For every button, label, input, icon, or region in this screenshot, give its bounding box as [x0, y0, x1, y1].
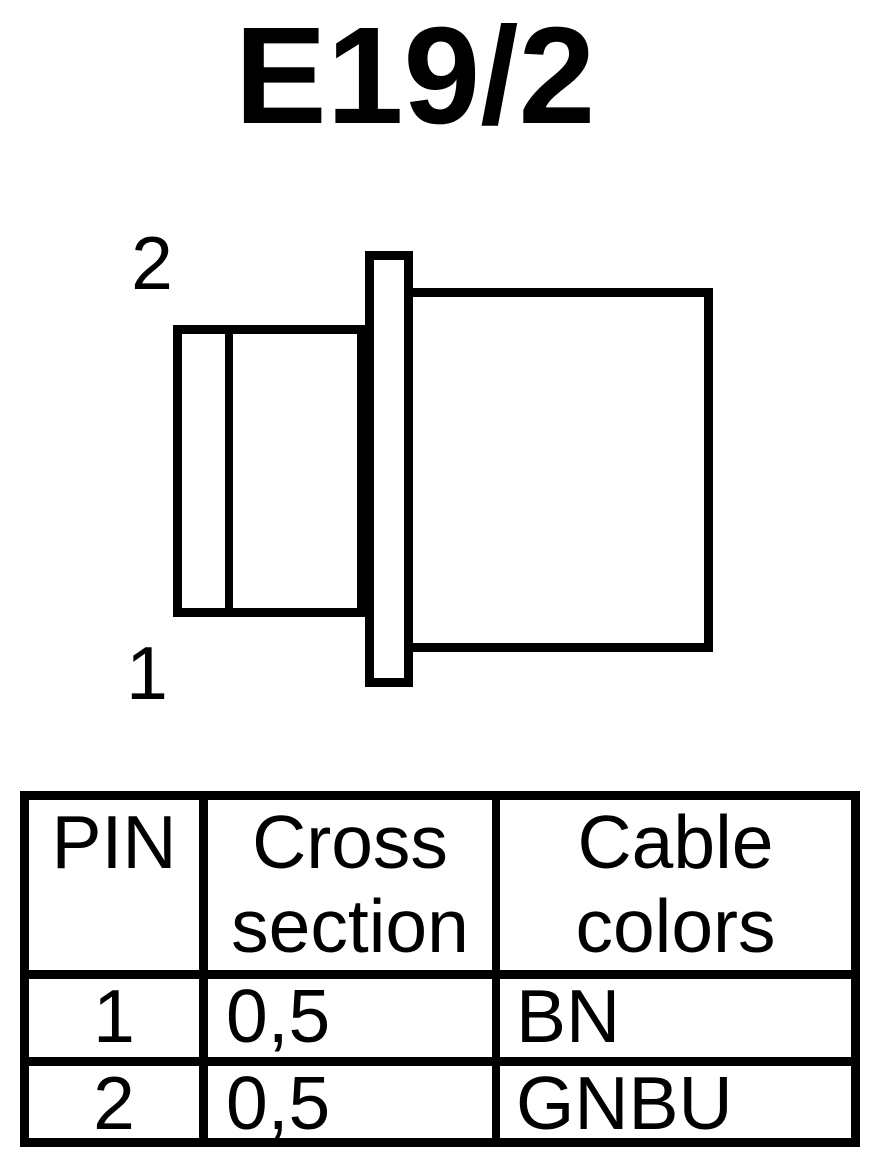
- table-cell-cable-color-1: BN: [516, 974, 621, 1058]
- table-cell-cross-section-1: 0,5: [226, 974, 331, 1058]
- table-header-pin: PIN: [51, 800, 177, 884]
- table-column-divider-2: [492, 800, 500, 1138]
- table-header-cross-section: Cross section: [231, 800, 469, 968]
- table-cell-pin-1: 1: [93, 974, 135, 1058]
- connector-body: [404, 288, 713, 652]
- pin-label-2: 2: [131, 221, 173, 305]
- table-cell-pin-2: 2: [93, 1061, 135, 1145]
- table-cell-cable-color-2: GNBU: [516, 1061, 733, 1145]
- connector-diagram: [173, 251, 713, 687]
- connector-flange: [365, 251, 413, 687]
- table-column-divider-1: [199, 800, 208, 1138]
- diagram-title: E19/2: [234, 0, 596, 153]
- pin-table: PIN Cross section Cable colors 1 0,5 BN …: [20, 791, 860, 1147]
- table-row-divider-2: [29, 1057, 851, 1066]
- table-row-divider-1: [29, 970, 851, 979]
- table-cell-cross-section-2: 0,5: [226, 1061, 331, 1145]
- pin-label-1: 1: [126, 631, 168, 715]
- connector-plug-tip: [173, 325, 366, 617]
- table-header-cable-colors: Cable colors: [575, 800, 776, 968]
